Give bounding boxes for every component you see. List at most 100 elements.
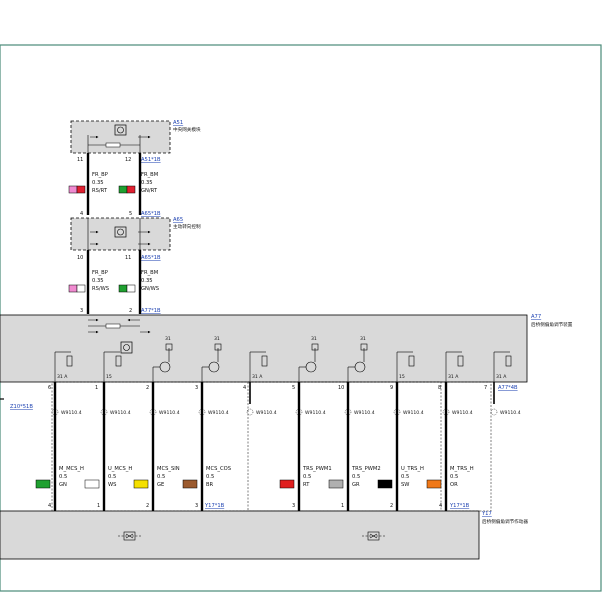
pin-number: 3 xyxy=(195,385,198,391)
wire-color: BR xyxy=(206,482,214,488)
a65-connector-top-link[interactable]: A65*1B xyxy=(141,211,161,217)
swatch-rs-rt xyxy=(68,185,86,194)
y17-pin-number: 3 xyxy=(292,503,295,509)
wire-name: U_TRS_H xyxy=(401,466,424,472)
svg-text:GN/WS: GN/WS xyxy=(141,286,159,292)
ground-label: 15 xyxy=(106,374,112,380)
resistor xyxy=(214,343,222,351)
module-a65[interactable]: A65 主动转向控制 xyxy=(70,217,201,251)
svg-text:0.35: 0.35 xyxy=(141,278,153,284)
resistor xyxy=(165,343,173,351)
a65-connector-bottom-link[interactable]: A65*1B xyxy=(141,255,161,261)
resistor xyxy=(66,355,73,367)
wire-color-swatch xyxy=(84,479,100,489)
a65-pin-top-left: 4 xyxy=(80,211,83,217)
module-a77[interactable]: A77 后桥侧偏角调节装置 xyxy=(0,314,573,383)
svg-text:FR_BP: FR_BP xyxy=(92,270,108,276)
wire-name: MCS_COS xyxy=(206,466,231,472)
wire-size: 0.5 xyxy=(206,474,214,480)
wire-color: SW xyxy=(401,482,409,488)
svg-text:GN/RT: GN/RT xyxy=(141,188,158,194)
wire-color-swatch xyxy=(377,479,393,489)
a65-code[interactable]: A65 xyxy=(173,217,183,223)
swatch-part-a xyxy=(68,284,78,293)
a65-pin-bottom-right: 11 xyxy=(125,255,131,261)
ground-label: 31 A xyxy=(448,374,459,380)
swatch-rs-ws xyxy=(68,284,86,293)
module-y17[interactable]: Y17 后桥侧偏角调节作动器 xyxy=(0,510,528,560)
resistor xyxy=(505,355,512,367)
left-link-z10[interactable]: Z10*51B xyxy=(10,404,33,410)
a77-connector-top-link[interactable]: A77*1B xyxy=(141,308,161,314)
swatch-part-a xyxy=(68,185,78,194)
wire-name: TRS_PWM1 xyxy=(302,466,332,472)
pin-number: 10 xyxy=(338,385,344,391)
a51-connector-link[interactable]: A51*1B xyxy=(141,157,161,163)
shield-label: W9110.4 xyxy=(256,410,277,416)
wire-label-fr-bp-1: FR_BP 0.35 RS/RT xyxy=(92,172,108,194)
shield-boundary xyxy=(51,381,442,512)
shield-label: W9110.4 xyxy=(452,410,473,416)
wire-size: 0.5 xyxy=(303,474,311,480)
swatch-part-a xyxy=(118,185,128,194)
svg-text:0.35: 0.35 xyxy=(141,180,153,186)
y17-pin-number: 2 xyxy=(390,503,393,509)
wire-color-swatch xyxy=(182,479,198,489)
wire-label-fr-bp-2: FR_BP 0.35 RS/WS xyxy=(92,270,109,292)
wire-color: RT xyxy=(303,482,310,488)
wire-name: U_MCS_H xyxy=(108,466,132,472)
wire-color-swatch xyxy=(133,479,149,489)
y17-pin-number: 2 xyxy=(146,503,149,509)
resistor xyxy=(261,355,268,367)
wire-color: GR xyxy=(352,482,360,488)
shield-label: W9110.4 xyxy=(61,410,82,416)
a51-code[interactable]: A51 xyxy=(173,120,183,126)
wire-color: OR xyxy=(450,482,458,488)
channel-wires: W9110.4 W9110.4 W9110.4 W9110.4 W9110.4 W9110… xyxy=(35,381,521,512)
resistor xyxy=(360,343,368,351)
swatch-part-b xyxy=(76,284,86,293)
y17-pin-number: 3 xyxy=(195,503,198,509)
shield-symbol xyxy=(246,408,254,416)
y17-name: 后桥侧偏角调节作动器 xyxy=(482,518,528,525)
wire-color-swatch xyxy=(426,479,442,489)
wire-size: 0.5 xyxy=(352,474,360,480)
y17-code[interactable]: Y17 xyxy=(481,511,492,517)
wire-name: M_TRS_H xyxy=(450,466,474,472)
a77-code[interactable]: A77 xyxy=(531,314,541,320)
a77-pin-top-left: 3 xyxy=(80,308,83,314)
shield-label: W9110.4 xyxy=(208,410,229,416)
wire-color-swatch xyxy=(328,479,344,489)
swatch-part-b xyxy=(126,284,136,293)
y17-connector-link-2[interactable]: Y17*1B xyxy=(449,503,470,509)
svg-text:0.35: 0.35 xyxy=(92,278,104,284)
y17-connector-link[interactable]: Y17*1B xyxy=(204,503,225,509)
wire-size: 0.5 xyxy=(157,474,165,480)
shield-label: W9110.4 xyxy=(354,410,375,416)
a51-pin-right: 12 xyxy=(125,157,131,163)
shield-label: W9110.4 xyxy=(110,410,131,416)
swatch-part-b xyxy=(126,185,136,194)
resistor xyxy=(311,343,319,351)
y17-pin-number: 4 xyxy=(439,503,442,509)
wire-color: WS xyxy=(108,482,116,488)
page-frame xyxy=(0,44,602,592)
a65-name: 主动转向控制 xyxy=(173,223,201,230)
swatch-part-b xyxy=(76,185,86,194)
shield-label: W9110.4 xyxy=(500,410,521,416)
resistor xyxy=(115,355,122,367)
module-a51[interactable]: A51 中央网关模块 xyxy=(70,120,201,154)
svg-text:FR_BM: FR_BM xyxy=(141,270,158,276)
a77-connector-bottom-link[interactable]: A77*4B xyxy=(498,385,518,391)
pin-number: 6 xyxy=(48,385,51,391)
a77-pin-top-right: 2 xyxy=(129,308,132,314)
pin-number: 4 xyxy=(243,385,246,391)
terminal-label-31: 31 xyxy=(360,336,366,342)
swatch-part-a xyxy=(118,284,128,293)
shield-symbol xyxy=(490,408,498,416)
terminal-label-31: 31 xyxy=(311,336,317,342)
ground-label: 31 A xyxy=(57,374,68,380)
